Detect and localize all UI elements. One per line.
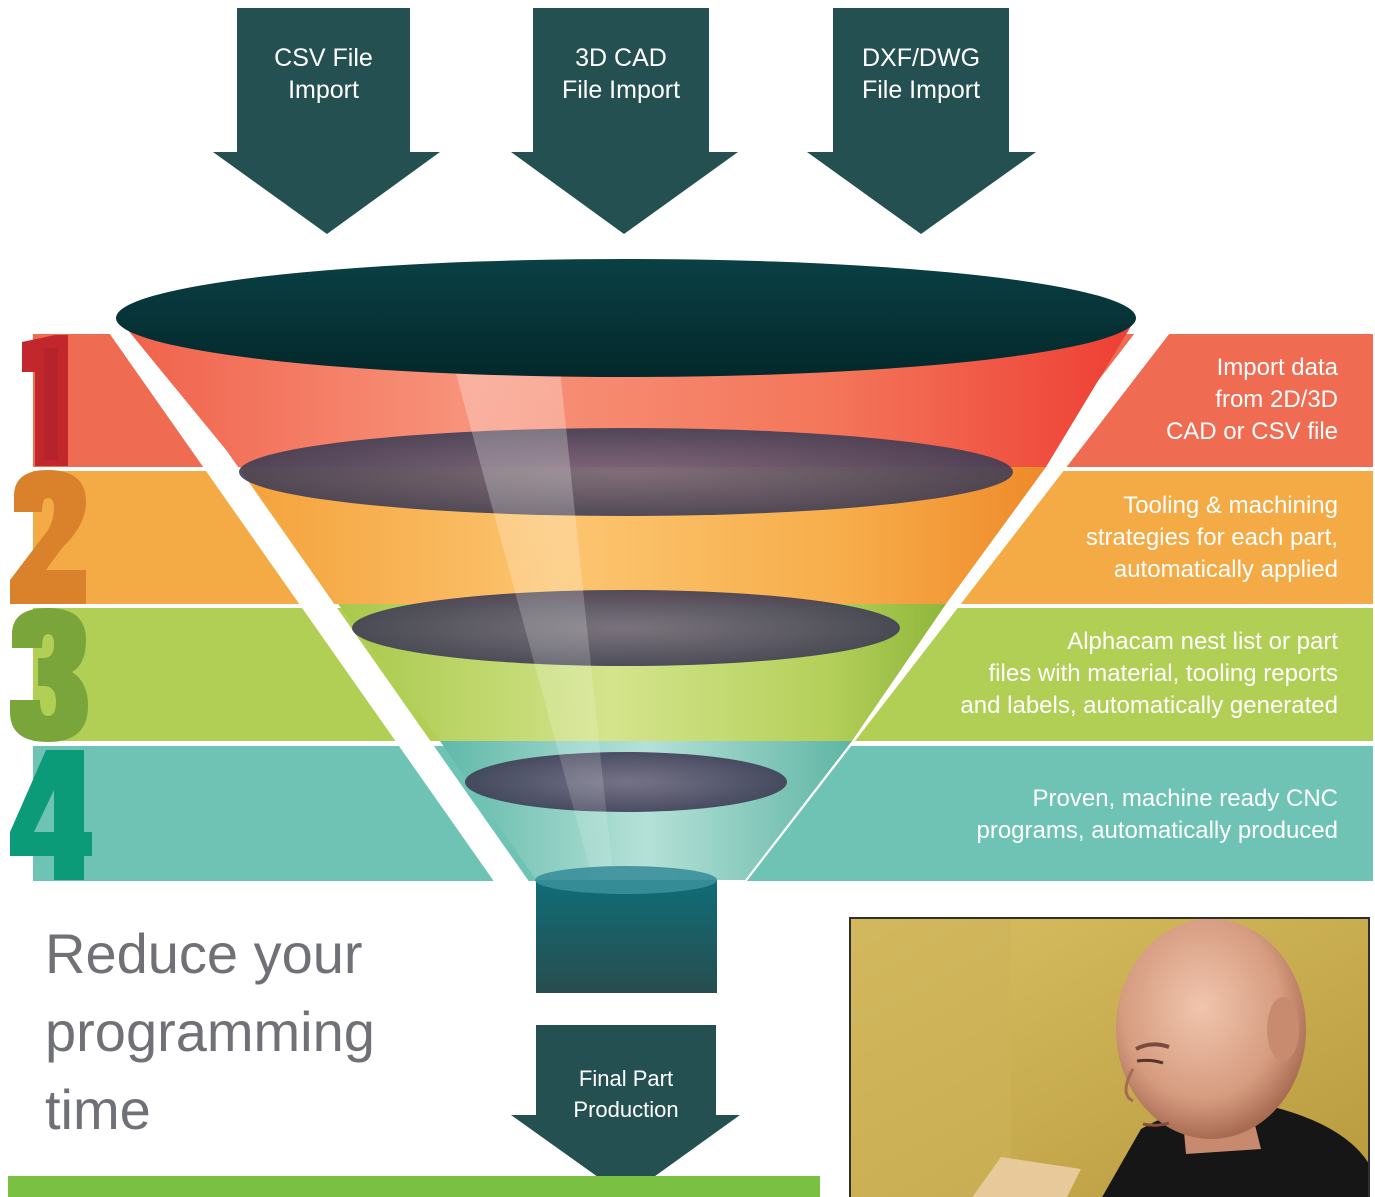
inner-disc-1	[239, 428, 1013, 516]
step-number-3	[10, 608, 88, 742]
input-arrow-3dcad	[511, 8, 738, 234]
left-separator	[100, 320, 535, 890]
inner-disc-3	[465, 752, 787, 812]
light-beam	[455, 370, 615, 895]
headline: Reduce your programming time	[45, 922, 375, 1141]
spout-rim	[535, 866, 717, 894]
input-arrow-csv	[213, 8, 440, 234]
step-number-2	[10, 470, 86, 604]
funnel-opening	[116, 259, 1136, 377]
step-number-4	[10, 750, 92, 880]
accent-bar	[8, 1176, 820, 1197]
inner-disc-2	[352, 590, 900, 666]
input-arrow-dxf	[807, 8, 1036, 234]
output-arrow	[511, 1025, 740, 1197]
step-number-1	[22, 335, 68, 466]
photo-man-reading	[849, 917, 1370, 1197]
funnel-spout	[536, 880, 717, 993]
